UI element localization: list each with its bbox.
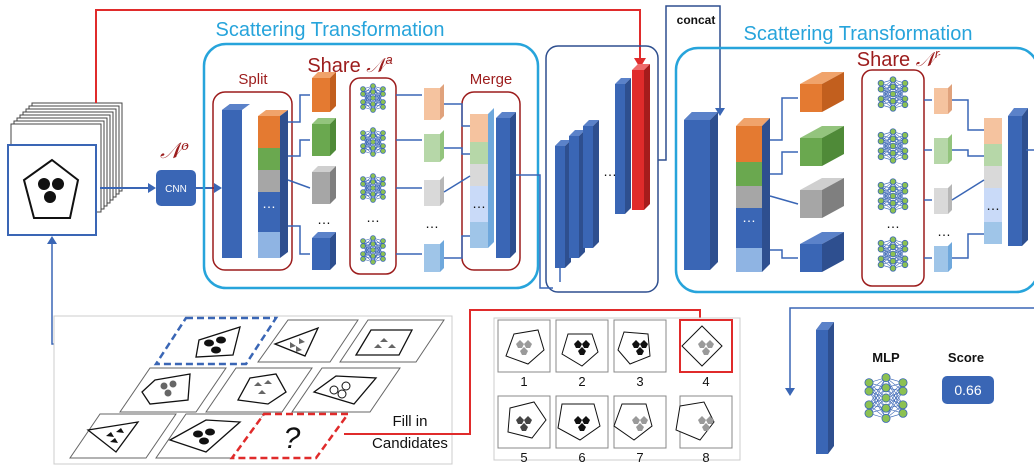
pentagon-shape	[22, 158, 80, 219]
input-panel-stack	[7, 102, 123, 236]
mlp-final-net	[864, 373, 908, 423]
mlp-nets-left	[360, 83, 386, 265]
scattering-box-right	[674, 46, 1034, 294]
candidate-number: 2	[578, 374, 585, 389]
svg-text:…: …	[603, 163, 617, 179]
svg-text:…: …	[425, 215, 439, 231]
candidate-3[interactable]: 3	[613, 319, 667, 389]
fill-in-label: Fill in	[392, 413, 427, 430]
neural-net-icon	[360, 235, 386, 265]
candidate-number: 4	[702, 374, 709, 389]
neural-net-icon	[877, 128, 909, 164]
neural-net-icon	[877, 76, 909, 112]
concat-label: concat	[677, 13, 716, 27]
score-title: Score	[948, 350, 984, 365]
concat-feature-maps: …	[555, 64, 650, 268]
split-outputs: …	[312, 72, 336, 270]
right-merge-stack: …	[951, 99, 1034, 259]
puzzle-cell-missing	[229, 412, 351, 460]
candidate-number: 8	[702, 450, 709, 465]
candidate-8[interactable]: 8	[675, 395, 733, 465]
share-label-right: Share 𝒩r	[857, 46, 941, 71]
cnn-box	[156, 170, 196, 206]
split-label: Split	[238, 71, 268, 88]
feature-map-split	[222, 104, 250, 258]
candidate-6[interactable]: 6	[555, 395, 609, 465]
merge-label: Merge	[470, 71, 513, 88]
svg-text:…: …	[886, 215, 900, 231]
cnn-label: CNN	[165, 184, 187, 195]
concat-box	[545, 45, 659, 293]
candidate-connector	[344, 309, 701, 435]
candidate-number: 1	[520, 374, 527, 389]
svg-text:…: …	[472, 195, 486, 211]
right-split-outputs: …	[800, 72, 844, 272]
svg-text:…: …	[937, 223, 951, 239]
svg-text:…: …	[262, 195, 276, 211]
candidate-number: 6	[578, 450, 585, 465]
split-arrows	[287, 94, 311, 255]
candidate-number: 7	[636, 450, 643, 465]
feature-map-right	[684, 112, 718, 270]
scattering-box-left	[202, 42, 540, 290]
concat-red-map	[632, 70, 644, 210]
candidate-cells: 1 2 3 4 5 6 7 8	[497, 319, 733, 465]
share-outputs-left: …	[424, 84, 444, 272]
svg-text:…: …	[366, 209, 380, 225]
merge-stack: …	[470, 108, 516, 258]
share-net-box-right	[861, 69, 925, 287]
candidate-number: 3	[636, 374, 643, 389]
neural-net-icon	[864, 373, 908, 423]
candidate-2[interactable]: 2	[555, 319, 609, 389]
candidates-label: Candidates	[372, 435, 448, 452]
svg-text:…: …	[317, 211, 331, 227]
neural-net-icon	[877, 178, 909, 214]
neural-net-icon	[360, 83, 386, 113]
n-o-label: 𝒩o	[160, 139, 189, 164]
candidate-number: 5	[520, 450, 527, 465]
split-stack: …	[258, 110, 288, 258]
mlp-label: MLP	[872, 350, 900, 365]
scattering-title-left: Scattering Transformation	[216, 19, 445, 41]
missing-question-mark: ?	[284, 422, 301, 455]
neural-net-icon	[360, 127, 386, 157]
share-label-left: Share 𝒩a	[307, 52, 392, 77]
candidate-7[interactable]: 7	[613, 395, 667, 465]
final-feature-map	[816, 322, 834, 454]
mlp-nets-right	[877, 76, 909, 272]
score-box	[942, 376, 994, 404]
svg-text:…: …	[986, 197, 1000, 213]
arrow-to-mlp	[789, 307, 1034, 392]
svg-text:…: …	[742, 209, 756, 225]
neural-net-icon	[360, 173, 386, 203]
scattering-title-right: Scattering Transformation	[744, 23, 973, 45]
candidate-1[interactable]: 1	[497, 319, 551, 389]
skip-connection-red	[95, 9, 641, 103]
right-stack: …	[736, 118, 770, 272]
score-value: 0.66	[954, 382, 981, 398]
share-net-box-left	[349, 77, 397, 275]
neural-net-icon	[877, 236, 909, 272]
share-outputs-right: …	[924, 84, 952, 272]
candidate-4[interactable]: 4	[679, 319, 733, 389]
candidate-5[interactable]: 5	[497, 395, 551, 465]
